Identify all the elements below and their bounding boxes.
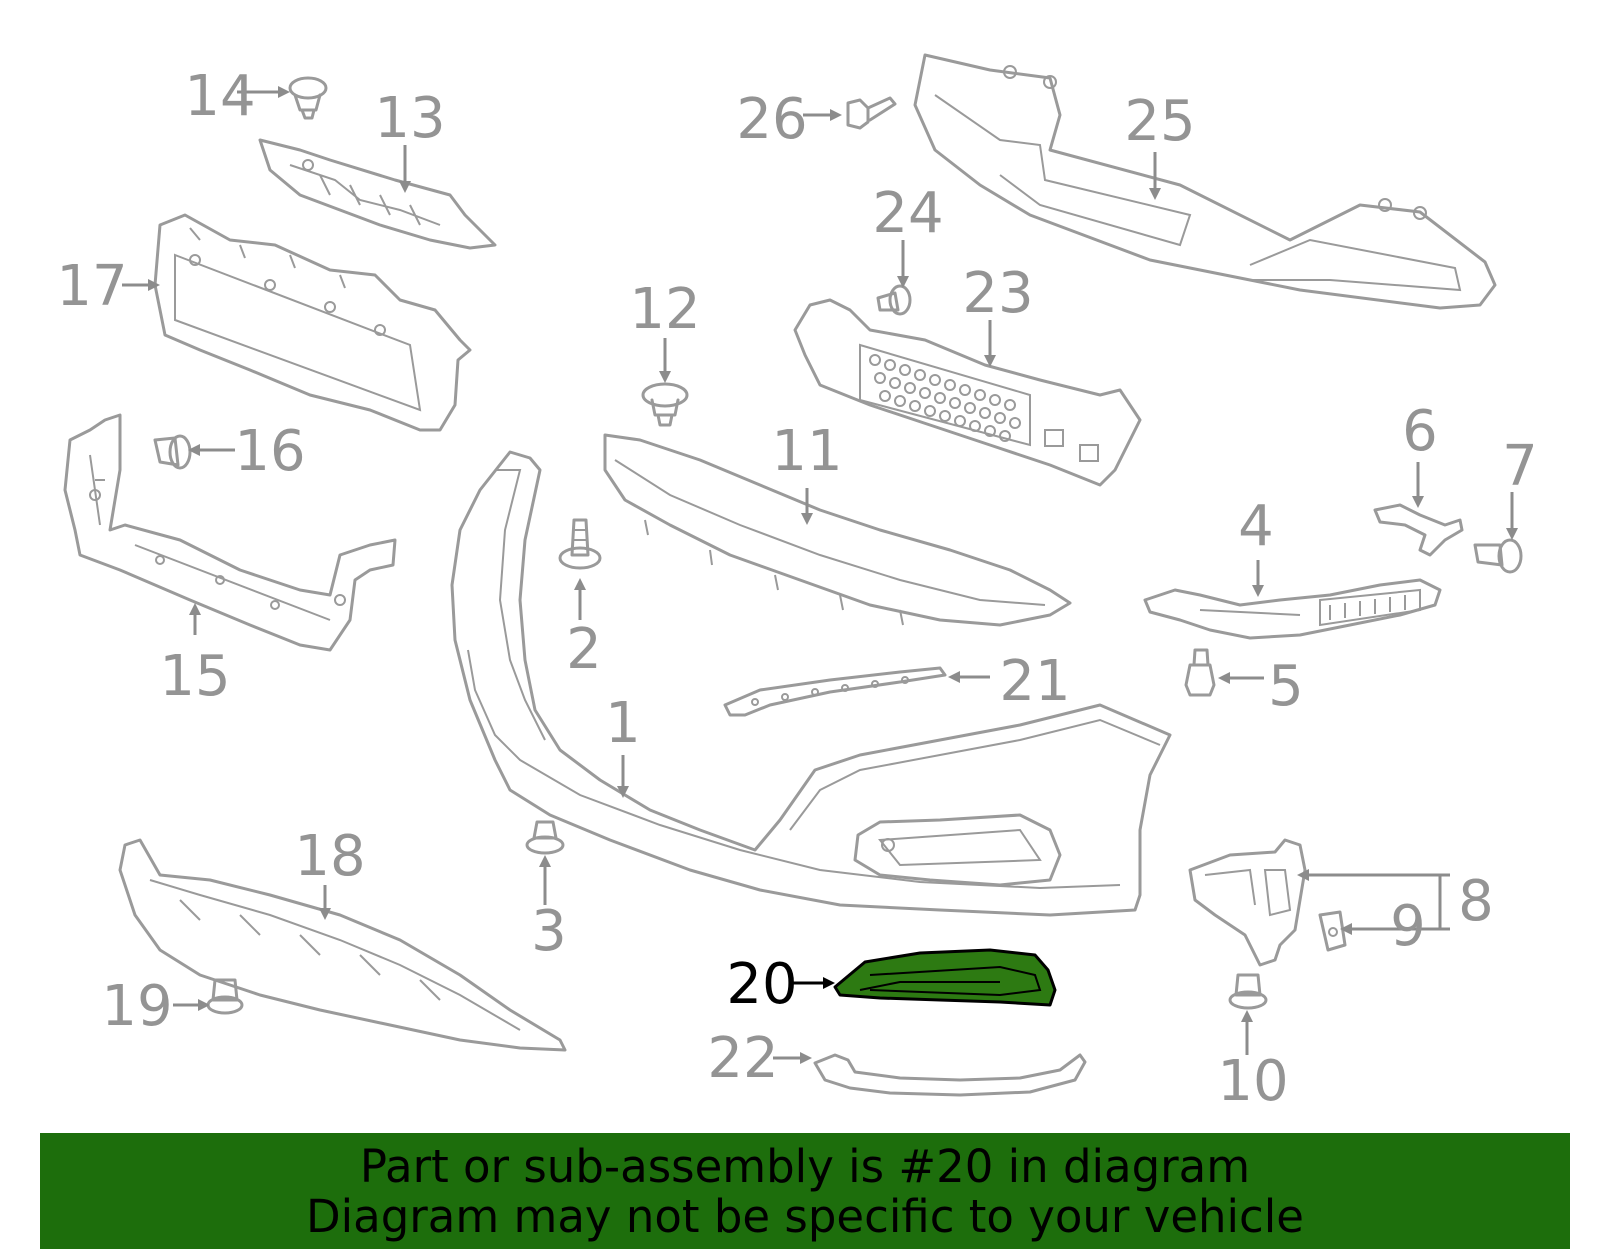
callout-7: 7: [1502, 434, 1538, 499]
callout-12: 12: [629, 277, 700, 342]
callout-4: 4: [1238, 494, 1274, 559]
part-22-lower-molding[interactable]: [813, 1053, 1087, 1097]
part-1-bumper-cover[interactable]: [450, 450, 1172, 917]
banner-disclaimer: Diagram may not be specific to your vehi…: [306, 1190, 1304, 1243]
part-14-clip[interactable]: [288, 76, 328, 120]
part-4-side-bracket[interactable]: [1143, 578, 1442, 640]
part-26-bolt[interactable]: [846, 96, 897, 130]
info-banner: Part or sub-assembly is #20 in diagram D…: [40, 1133, 1570, 1249]
part-23-grille-mesh[interactable]: [793, 298, 1142, 487]
part-15-lower-bracket[interactable]: [63, 413, 397, 652]
callout-10: 10: [1217, 1049, 1288, 1114]
callout-18: 18: [294, 824, 365, 889]
callout-21: 21: [999, 649, 1070, 714]
callout-16: 16: [234, 419, 305, 484]
part-7-clip[interactable]: [1473, 538, 1523, 574]
callout-14: 14: [184, 64, 255, 129]
callout-19: 19: [101, 974, 172, 1039]
callout-17: 17: [56, 254, 127, 319]
callout-24: 24: [872, 181, 943, 246]
callout-arrow-20: [793, 977, 835, 989]
callout-22: 22: [707, 1026, 778, 1091]
part-18-lower-shield[interactable]: [118, 838, 567, 1052]
callout-3: 3: [531, 899, 567, 964]
callout-arrows: [122, 86, 1518, 1064]
callout-23: 23: [962, 261, 1033, 326]
part-25-bumper-beam[interactable]: [913, 53, 1497, 310]
callout-5: 5: [1268, 654, 1304, 719]
callout-25: 25: [1124, 89, 1195, 154]
grille-mesh-holes: [869, 354, 1021, 442]
part-9-nut-clip[interactable]: [1318, 910, 1347, 952]
part-8-bracket-assembly[interactable]: [1188, 838, 1307, 967]
part-3-bolt[interactable]: [525, 820, 565, 855]
part-2-bolt[interactable]: [558, 518, 602, 570]
part-17-radiator-support[interactable]: [153, 213, 472, 432]
callout-6: 6: [1402, 399, 1438, 464]
callout-13: 13: [374, 86, 445, 151]
part-11-upper-molding[interactable]: [603, 433, 1072, 627]
callout-26: 26: [736, 87, 807, 152]
callout-8: 8: [1458, 869, 1494, 934]
part-21-molding-strip[interactable]: [723, 666, 947, 717]
callout-15: 15: [159, 644, 230, 709]
callout-11: 11: [771, 419, 842, 484]
callout-9: 9: [1390, 894, 1426, 959]
part-5-bolt[interactable]: [1184, 648, 1216, 697]
part-19-bolt[interactable]: [206, 978, 244, 1015]
part-20-fog-lamp-bezel-highlighted[interactable]: [833, 948, 1057, 1007]
banner-part-note: Part or sub-assembly is #20 in diagram: [359, 1140, 1251, 1193]
part-12-clip[interactable]: [641, 382, 689, 427]
part-13-upper-shield[interactable]: [258, 138, 497, 250]
callout-20-highlighted: 20: [726, 952, 797, 1017]
callout-1: 1: [605, 691, 641, 756]
part-24-clip[interactable]: [876, 284, 912, 316]
part-6-bracket[interactable]: [1373, 503, 1464, 557]
callout-labels: 1 2 3 4 5 6 7 8 9 10 11 12 13 14 15 16 1…: [56, 64, 1537, 1114]
part-10-bolt[interactable]: [1228, 973, 1268, 1010]
callout-2: 2: [566, 617, 602, 682]
part-16-clip[interactable]: [153, 434, 192, 470]
